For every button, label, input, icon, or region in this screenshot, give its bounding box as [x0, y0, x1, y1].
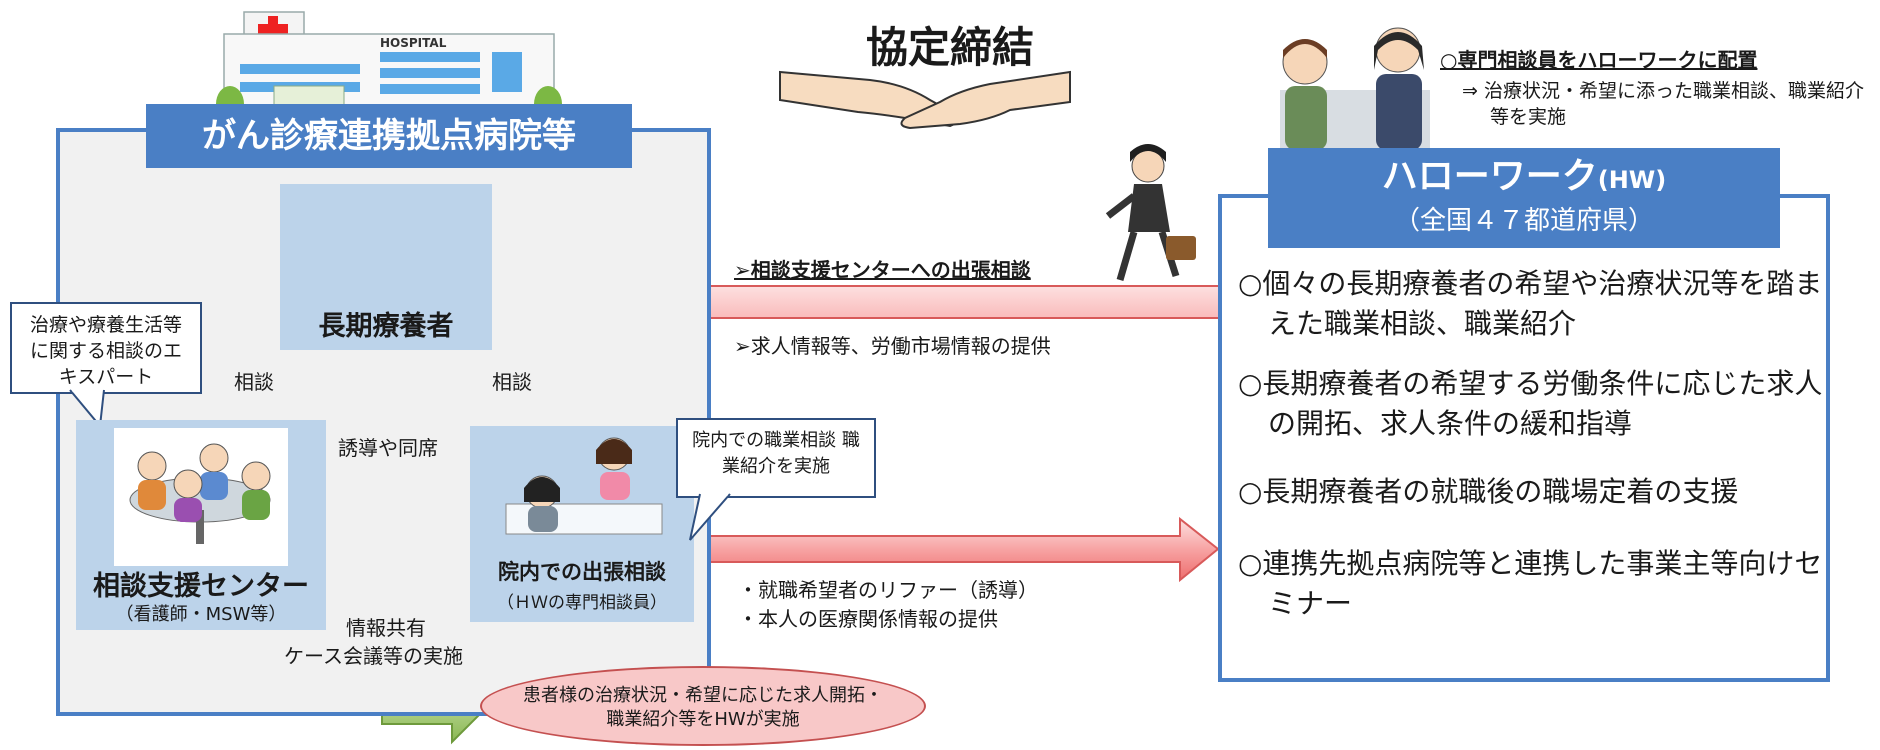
hw-assign-title: ○専門相談員をハローワークに配置 — [1440, 48, 1758, 72]
case-meeting-label: ケース会議等の実施 — [284, 644, 463, 668]
expert-callout: 治療や療養生活等に関する相談のエキスパート — [10, 302, 202, 394]
medical-info-text: ・本人の医療関係情報の提供 — [738, 607, 998, 631]
info-share-label: 情報共有 — [346, 616, 426, 640]
running-consultant-icon — [1105, 144, 1196, 281]
patient-box — [280, 184, 492, 350]
hw-item-2: ○長期療養者の希望する労働条件に応じた求人の開拓、求人条件の緩和指導 — [1238, 367, 1823, 440]
consult-left-label: 相談 — [234, 370, 274, 394]
support-center-label: 相談支援センター — [93, 571, 309, 602]
hellowork-panel — [1218, 194, 1830, 682]
result-oval-text: 患者様の治療状況・希望に応じた求人開拓・職業紹介等をHWが実施 — [523, 685, 883, 730]
referral-arrow — [706, 516, 1220, 583]
result-oval — [480, 666, 926, 746]
hw-item-4: ○連携先拠点病院等と連携した事業主等向けセミナー — [1238, 547, 1823, 620]
support-center-sub: （看護師・MSW等） — [115, 604, 287, 625]
onsite-consult-sub: （ＨＷの専門相談員） — [497, 593, 667, 613]
hw-item-3: ○長期療養者の就職後の職場定着の支援 — [1238, 475, 1739, 508]
job-info-text: ➢求人情報等、労働市場情報の提供 — [734, 334, 1051, 358]
hw-item-1: ○個々の長期療養者の希望や治療状況等を踏まえた職業相談、職業紹介 — [1238, 267, 1823, 340]
hellowork-header-main: ハローワーク — [1381, 156, 1598, 197]
handshake-icon — [779, 70, 1071, 130]
hospital-sign: HOSPITAL — [380, 36, 447, 50]
hellowork-header-sub: （全国４７都道府県） — [1393, 206, 1654, 236]
consult-right-label: 相談 — [492, 370, 532, 394]
onsite-consult-label: 院内での出張相談 — [498, 560, 666, 584]
onsite-callout: 院内での職業相談 職業紹介を実施 — [676, 418, 876, 498]
guide-label: 誘導や同席 — [338, 436, 438, 460]
hellowork-header-abbr: (HW) — [1597, 166, 1667, 194]
hellowork-header: ハローワーク(HW) （全国４７都道府県） — [1268, 148, 1780, 248]
hospital-header: がん診療連携拠点病院等 — [146, 104, 632, 168]
hw-assign-detail: ⇒ 治療状況・希望に添った職業相談、職業紹介等を実施 — [1462, 80, 1864, 128]
outreach-text: ➢相談支援センターへの出張相談 — [734, 258, 1031, 282]
referral-text: ・就職希望者のリファー（誘導） — [738, 578, 1038, 602]
agreement-title: 協定締結 — [866, 23, 1035, 72]
counselors-icon — [1280, 27, 1430, 150]
patient-label: 長期療養者 — [318, 311, 454, 342]
